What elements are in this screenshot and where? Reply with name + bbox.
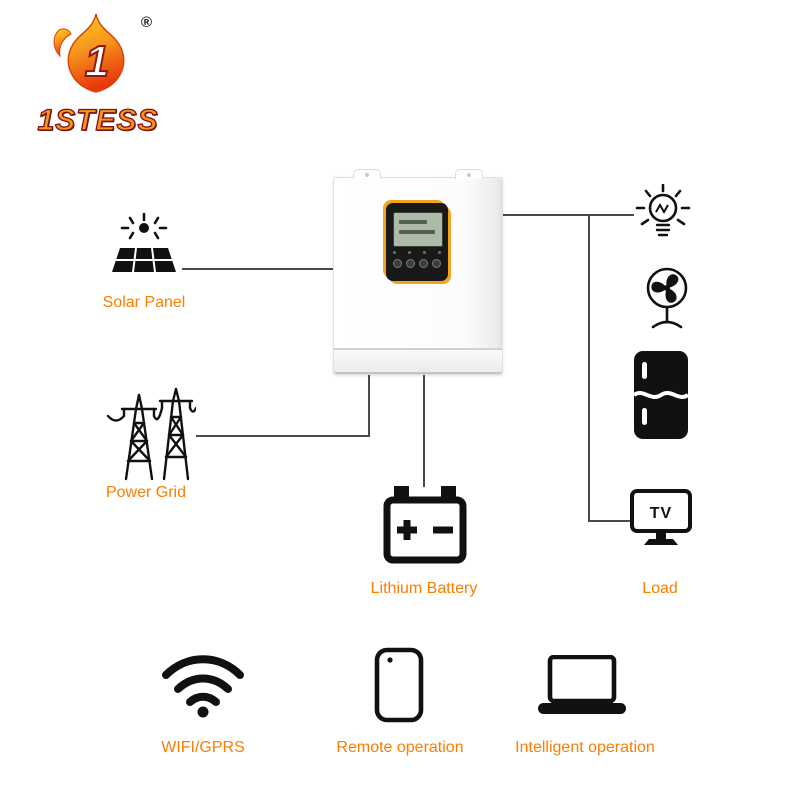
panel-face [386,203,448,281]
refrigerator-icon [633,351,689,439]
connector-load-vertical [588,214,590,522]
remote-operation-label: Remote operation [336,739,464,756]
connector-inverter-to-load [502,214,634,216]
lcd-text-row [399,220,427,224]
indicator-dots [393,251,441,254]
smartphone-icon [374,647,424,723]
inverter-device [333,169,503,375]
registered-mark: ® [141,14,153,31]
tv-text: TV [650,505,672,522]
solar-panel-label: Solar Panel [102,294,186,311]
mounting-hole-icon [365,173,369,177]
battery-icon [383,486,467,564]
mounting-ear-left [353,169,381,179]
mounting-hole-icon [467,173,471,177]
power-grid-icon [106,387,196,481]
mounting-ear-right [455,169,483,179]
light-bulb-icon [635,184,691,237]
tv-icon: TV [630,489,692,545]
panel-buttons [393,259,441,268]
flame-numeral: 1 [85,37,109,86]
fan-icon [646,267,688,329]
brand-name: 1STESS [37,103,159,137]
lcd-text-row [399,230,435,234]
control-panel [383,200,451,284]
connector-grid-to-inverter [196,435,370,437]
connector-load-to-tv [588,520,630,522]
intelligent-operation-label: Intelligent operation [515,739,655,756]
connector-solar-to-inverter [182,268,333,270]
load-label: Load [642,580,678,597]
lithium-battery-label: Lithium Battery [370,580,478,597]
laptop-icon [538,655,626,714]
lcd-screen [393,212,443,247]
wifi-icon [162,655,244,718]
flame-icon: 1 [53,13,125,93]
connector-grid-vertical [368,375,370,437]
solar-panel-icon [112,212,176,273]
wifi-gprs-label: WIFI/GPRS [161,739,245,756]
inverter-base [334,348,502,374]
connector-battery-to-inverter [423,375,425,487]
power-grid-label: Power Grid [105,484,187,501]
